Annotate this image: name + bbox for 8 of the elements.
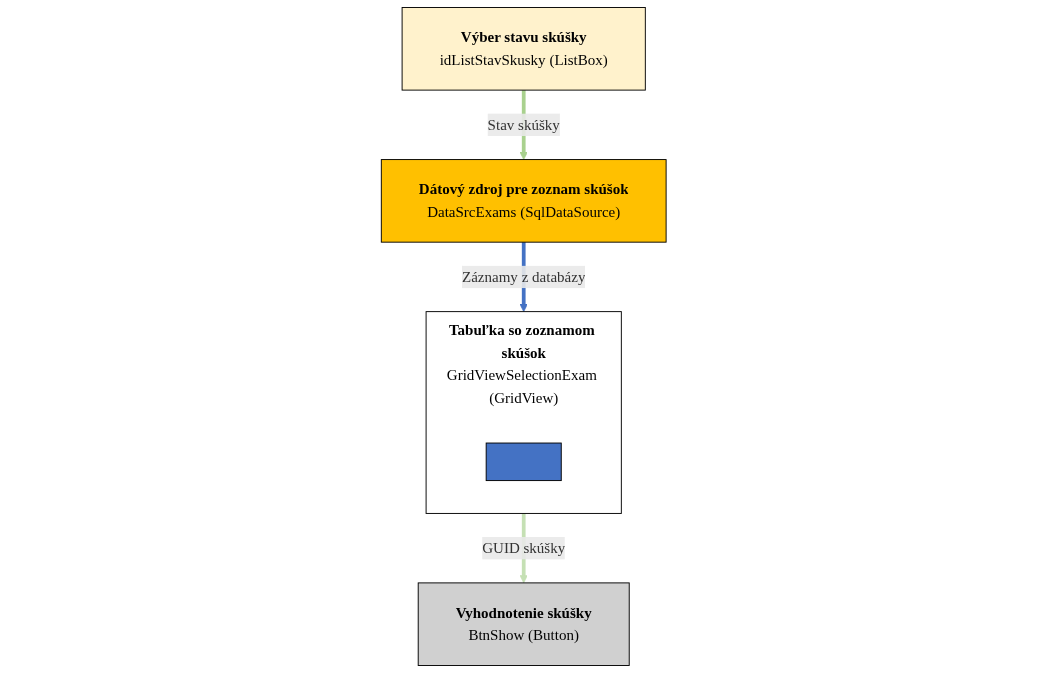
edge-label: GUID skúšky — [481, 539, 565, 556]
node-box: Dátový zdroj pre zoznam skúšok DataSrcExams (SqlDataSource) — [380, 159, 667, 243]
node-box: Vyhodnotenie skúšky BtnShow (Button) — [417, 582, 630, 666]
edge-label: Stav skúšky — [487, 116, 560, 133]
node-box — [485, 442, 562, 482]
edge-label: Záznamy z databázy — [461, 268, 586, 285]
node-box: Výber stavu skúšky idListStavSkusky (ListBox) — [401, 7, 646, 91]
cluster: Tabuľka so zoznamom skúšok GridViewSelectionExam (GridView) — [425, 311, 622, 514]
